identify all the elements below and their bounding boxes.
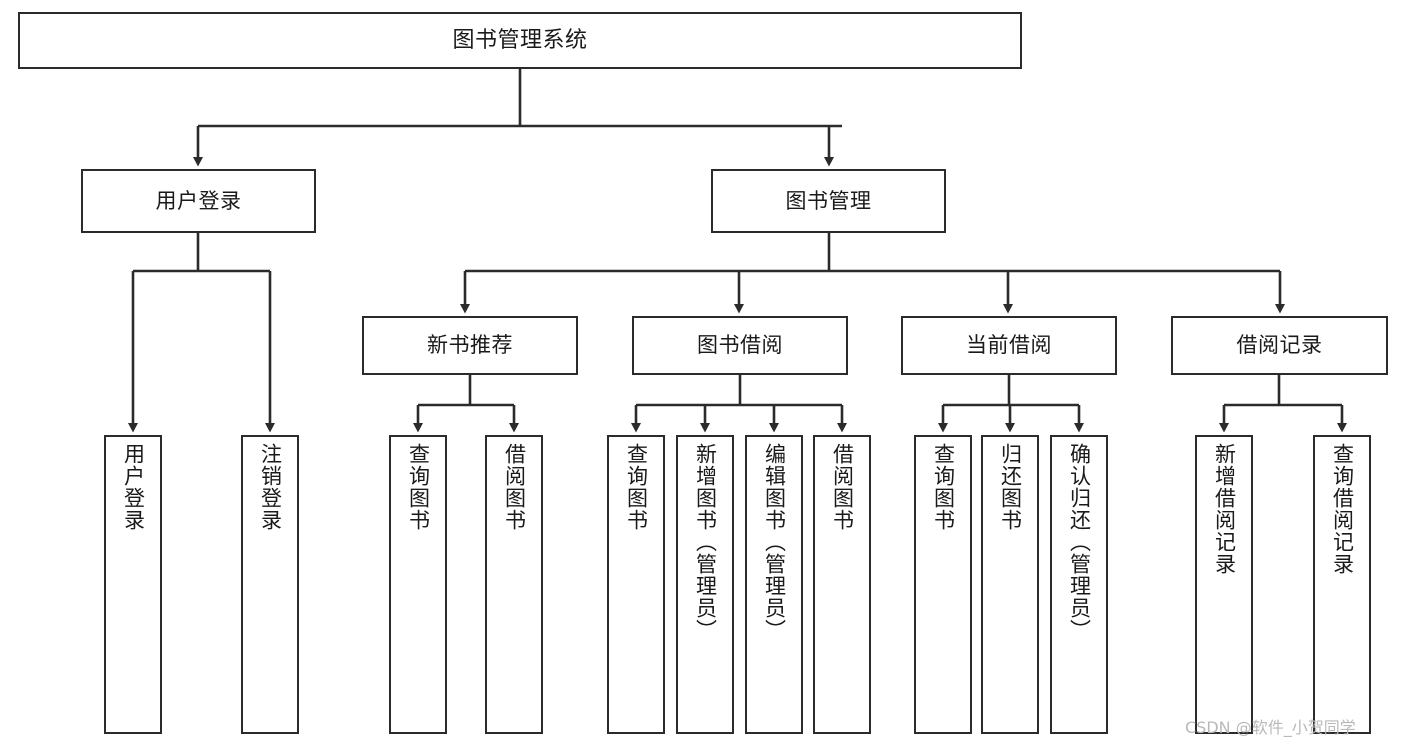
node-label: 图书借阅	[697, 333, 783, 358]
node-new-book-recommend[interactable]: 新书推荐	[362, 316, 578, 375]
leaf-borrow-book-recommend[interactable]: 借阅图书	[485, 435, 543, 734]
node-label: 新书推荐	[427, 333, 513, 358]
node-label: 用户登录	[155, 188, 242, 213]
node-label: 图书管理系统	[452, 27, 588, 53]
node-label: 借阅图书	[830, 443, 855, 531]
node-label: 查询借阅记录	[1330, 443, 1355, 575]
node-label: 当前借阅	[966, 333, 1052, 358]
csdn-watermark: CSDN @软件_小贺同学	[1185, 718, 1356, 737]
node-label: 借阅图书	[502, 443, 527, 531]
leaf-query-book-recommend[interactable]: 查询图书	[389, 435, 447, 734]
node-label: 编辑图书（管理员）	[762, 443, 787, 641]
leaf-add-borrow-record[interactable]: 新增借阅记录	[1195, 435, 1253, 734]
node-label: 图书管理	[785, 188, 872, 213]
leaf-logout-login[interactable]: 注销登录	[241, 435, 299, 734]
node-label: 新增借阅记录	[1212, 443, 1237, 575]
leaf-return-book[interactable]: 归还图书	[981, 435, 1039, 734]
node-label: 归还图书	[998, 443, 1023, 531]
node-book-borrow[interactable]: 图书借阅	[632, 316, 848, 375]
node-label: 查询图书	[406, 443, 431, 531]
node-user-login[interactable]: 用户登录	[81, 169, 316, 233]
leaf-query-borrow-record[interactable]: 查询借阅记录	[1313, 435, 1371, 734]
node-label: 查询图书	[624, 443, 649, 531]
leaf-query-book-borrow[interactable]: 查询图书	[607, 435, 665, 734]
node-root-system[interactable]: 图书管理系统	[18, 12, 1022, 69]
node-book-management[interactable]: 图书管理	[711, 169, 946, 233]
node-label: 确认归还（管理员）	[1067, 443, 1092, 641]
node-label: 注销登录	[258, 443, 283, 531]
leaf-borrow-book[interactable]: 借阅图书	[813, 435, 871, 734]
leaf-confirm-return-admin[interactable]: 确认归还（管理员）	[1050, 435, 1108, 734]
leaf-user-login[interactable]: 用户登录	[104, 435, 162, 734]
node-borrow-record[interactable]: 借阅记录	[1171, 316, 1388, 375]
leaf-edit-book-admin[interactable]: 编辑图书（管理员）	[745, 435, 803, 734]
node-label: 新增图书（管理员）	[693, 443, 718, 641]
node-label: 借阅记录	[1236, 333, 1323, 358]
leaf-add-book-admin[interactable]: 新增图书（管理员）	[676, 435, 734, 734]
node-label: 查询图书	[931, 443, 956, 531]
node-current-borrow[interactable]: 当前借阅	[901, 316, 1117, 375]
leaf-query-book-current[interactable]: 查询图书	[914, 435, 972, 734]
node-label: 用户登录	[121, 443, 146, 531]
